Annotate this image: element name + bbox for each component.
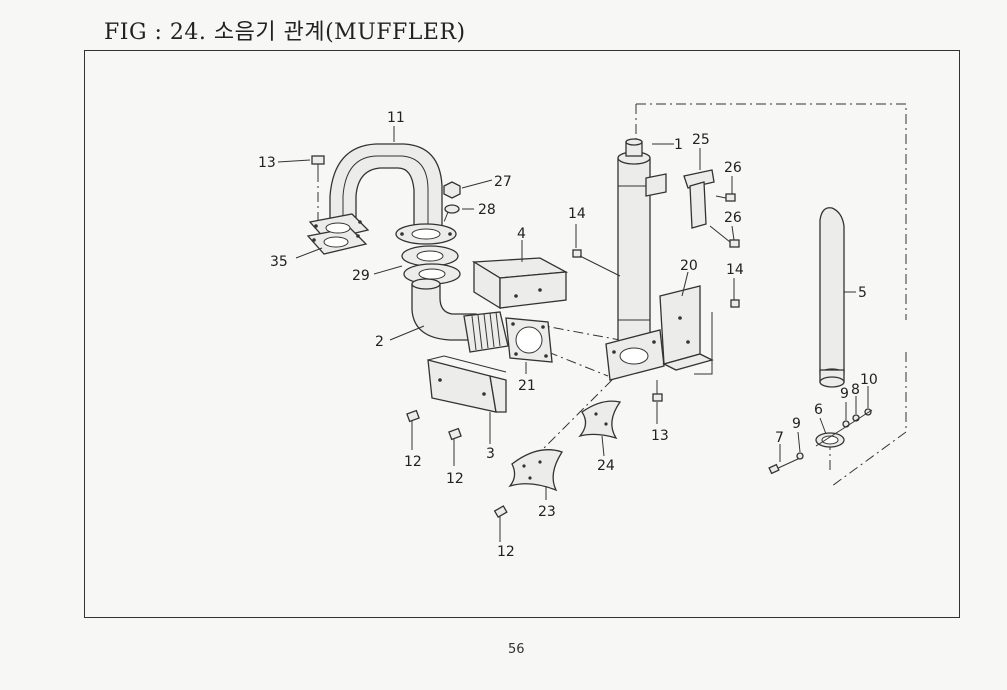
callout-9: 9 — [792, 416, 801, 432]
callout-4: 4 — [517, 226, 526, 242]
part-20-bracket — [659, 285, 714, 375]
leader-lines — [277, 126, 869, 542]
part-1-muffler — [617, 138, 667, 351]
callout-6: 6 — [814, 402, 823, 418]
callout-24: 24 — [597, 458, 615, 474]
callout-2: 2 — [375, 334, 384, 350]
callout-13: 13 — [258, 155, 276, 171]
callout-21: 21 — [518, 378, 536, 394]
callout-1: 1 — [674, 137, 683, 153]
callout-labels: 11 13 27 28 35 29 4 2 21 12 12 3 23 12 2… — [258, 110, 878, 560]
callout-25: 25 — [692, 132, 710, 148]
callout-14: 14 — [568, 206, 586, 222]
part-28-washer — [444, 204, 460, 214]
callout-9: 9 — [840, 386, 849, 402]
part-12-bolts — [406, 409, 508, 530]
callout-3: 3 — [486, 446, 495, 462]
callout-28: 28 — [478, 202, 496, 218]
part-23-curved-shield — [508, 449, 563, 492]
part-13-bolt — [311, 155, 325, 172]
part-25-strap — [683, 169, 715, 229]
callout-12: 12 — [446, 471, 464, 487]
callout-12: 12 — [497, 544, 515, 560]
assembly-guide-lines — [317, 103, 907, 487]
callout-10: 10 — [860, 372, 878, 388]
part-13-lower-bolt — [652, 380, 663, 402]
callout-23: 23 — [538, 504, 556, 520]
callout-13: 13 — [651, 428, 669, 444]
part-11-bend-pipe — [329, 143, 443, 233]
part-1-muffler-inlet-bracket — [605, 329, 665, 381]
part-4-heat-shield — [471, 257, 569, 310]
part-11-lower-flange — [395, 223, 457, 245]
page-number: 56 — [508, 642, 525, 657]
callout-20: 20 — [680, 258, 698, 274]
part-2-elbow-pipe — [411, 278, 509, 353]
part-26-bolts — [709, 193, 740, 248]
part-29-gasket — [401, 245, 461, 285]
callout-29: 29 — [352, 268, 370, 284]
callout-11: 11 — [387, 110, 405, 126]
figure-title: FIG : 24. 소음기 관계(MUFFLER) — [104, 20, 466, 45]
callout-14: 14 — [726, 262, 744, 278]
part-7-bolt — [768, 457, 801, 475]
diagram-frame — [84, 50, 960, 618]
callout-8: 8 — [851, 382, 860, 398]
part-5-tail-pipe — [819, 207, 845, 388]
callout-26: 26 — [724, 160, 742, 176]
part-14-bolts — [572, 249, 740, 308]
part-8-9-10-hardware — [796, 408, 873, 460]
callout-12: 12 — [404, 454, 422, 470]
part-3-heat-shield — [427, 355, 507, 413]
part-21-square-flange — [505, 317, 553, 363]
callout-35: 35 — [270, 254, 288, 270]
callout-7: 7 — [775, 430, 784, 446]
part-6-clamp — [815, 432, 845, 448]
callout-27: 27 — [494, 174, 512, 190]
part-35-flange-gasket — [306, 213, 370, 255]
part-27-nut — [443, 181, 461, 199]
part-24-curved-shield — [578, 400, 622, 440]
callout-5: 5 — [858, 285, 867, 301]
callout-26: 26 — [724, 210, 742, 226]
